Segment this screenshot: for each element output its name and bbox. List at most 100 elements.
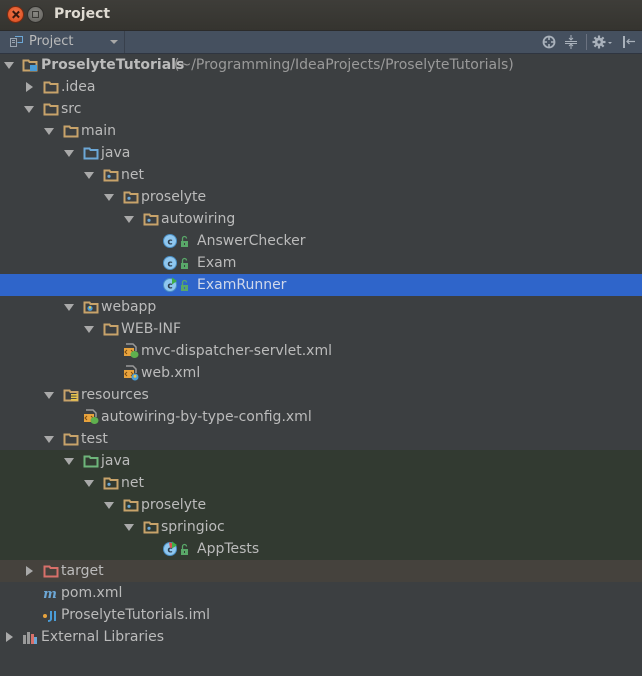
tree-node-exam[interactable]: c Exam (0, 252, 642, 274)
node-label: webapp (101, 299, 157, 315)
tree-node-test[interactable]: test (0, 428, 642, 450)
expand-arrow-icon[interactable] (44, 436, 54, 443)
expand-arrow-icon[interactable] (6, 632, 13, 642)
tree-node-test-proselyte[interactable]: proselyte (0, 494, 642, 516)
tree-node-main[interactable]: main (0, 120, 642, 142)
expand-arrow-icon[interactable] (64, 150, 74, 157)
hide-panel-icon[interactable] (621, 34, 637, 50)
node-label: test (81, 431, 108, 447)
web-xml-icon (124, 365, 139, 381)
expand-arrow-icon[interactable] (64, 458, 74, 465)
node-label: web.xml (141, 365, 201, 381)
collapse-all-icon[interactable] (563, 34, 579, 50)
library-icon (23, 632, 37, 644)
package-icon (123, 191, 139, 204)
root-name: ProselyteTutorials (41, 57, 185, 73)
node-label: java (101, 453, 131, 469)
package-icon (103, 169, 119, 182)
settings-gear-icon[interactable] (592, 34, 614, 50)
expand-arrow-icon[interactable] (26, 566, 33, 576)
expand-arrow-icon[interactable] (104, 502, 114, 509)
tree-node-answerchecker[interactable]: c AnswerChecker (0, 230, 642, 252)
tree-node-root[interactable]: ProselyteTutorials (~/Programming/IdeaPr… (0, 54, 642, 76)
svg-text:c: c (167, 238, 172, 248)
expand-arrow-icon[interactable] (26, 82, 33, 92)
node-label: AppTests (197, 541, 260, 557)
source-folder-icon (83, 147, 99, 160)
tree-node-examrunner[interactable]: c ExamRunner (0, 274, 642, 296)
tree-node-pom[interactable]: m pom.xml (0, 582, 642, 604)
expand-arrow-icon[interactable] (124, 216, 134, 223)
intellij-module-icon (43, 611, 56, 622)
expand-arrow-icon[interactable] (64, 304, 74, 311)
java-runnable-class-icon: c (163, 277, 188, 292)
tree-node-webapp[interactable]: webapp (0, 296, 642, 318)
scroll-from-source-icon[interactable] (541, 34, 557, 50)
node-label: target (61, 563, 104, 579)
tree-node-springioc[interactable]: springioc (0, 516, 642, 538)
folder-icon (43, 81, 59, 94)
java-class-icon: c (163, 256, 188, 270)
tree-node-target[interactable]: target (0, 560, 642, 582)
window-title: Project (54, 6, 111, 22)
window-close-button[interactable] (7, 6, 24, 23)
node-label: WEB-INF (121, 321, 181, 337)
expand-arrow-icon[interactable] (84, 326, 94, 333)
expand-arrow-icon[interactable] (44, 128, 54, 135)
node-label: ProselyteTutorials.iml (61, 607, 211, 623)
node-label: mvc-dispatcher-servlet.xml (141, 343, 332, 359)
svg-text:m: m (43, 587, 57, 601)
project-view-icon (10, 36, 23, 47)
expand-arrow-icon[interactable] (84, 480, 94, 487)
tree-node-test-java[interactable]: java (0, 450, 642, 472)
tree-node-external-libraries[interactable]: External Libraries (0, 626, 642, 648)
view-mode-dropdown[interactable]: Project (0, 31, 125, 53)
tree-node-autowiring-config[interactable]: autowiring-by-type-config.xml (0, 406, 642, 428)
node-label: net (121, 475, 144, 491)
expand-arrow-icon[interactable] (4, 62, 14, 69)
tree-node-apptests[interactable]: c AppTests (0, 538, 642, 560)
excluded-folder-icon (43, 565, 59, 578)
node-label: External Libraries (41, 629, 164, 645)
resources-folder-icon (63, 389, 79, 402)
tree-node-idea[interactable]: .idea (0, 76, 642, 98)
svg-text:c: c (167, 260, 172, 270)
window-maximize-button[interactable] (27, 6, 44, 23)
node-label: ExamRunner (197, 277, 287, 293)
node-label: .idea (61, 79, 96, 95)
expand-arrow-icon[interactable] (124, 524, 134, 531)
maven-icon: m (43, 587, 57, 601)
node-label: Exam (197, 255, 237, 271)
node-label: autowiring-by-type-config.xml (101, 409, 312, 425)
expand-arrow-icon[interactable] (84, 172, 94, 179)
tree-node-net[interactable]: net (0, 164, 642, 186)
test-source-folder-icon (83, 455, 99, 468)
tree-node-web-inf[interactable]: WEB-INF (0, 318, 642, 340)
expand-arrow-icon[interactable] (44, 392, 54, 399)
tree-node-mvc-dispatcher[interactable]: mvc-dispatcher-servlet.xml (0, 340, 642, 362)
expand-arrow-icon[interactable] (24, 106, 34, 113)
view-mode-label: Project (29, 34, 74, 49)
node-label: springioc (161, 519, 225, 535)
tree-node-src[interactable]: src (0, 98, 642, 120)
tree-node-resources[interactable]: resources (0, 384, 642, 406)
tree-node-test-net[interactable]: net (0, 472, 642, 494)
tree-node-web-xml[interactable]: web.xml (0, 362, 642, 384)
test-class-icon: c (163, 541, 188, 556)
svg-text:c: c (167, 546, 172, 556)
toolbar-separator (586, 34, 587, 50)
tree-node-iml[interactable]: ProselyteTutorials.iml (0, 604, 642, 626)
package-icon (103, 477, 119, 490)
window-titlebar: Project (0, 0, 642, 31)
node-label: AnswerChecker (197, 233, 306, 249)
node-label: autowiring (161, 211, 236, 227)
tree-node-autowiring[interactable]: autowiring (0, 208, 642, 230)
project-toolbar: Project (0, 31, 642, 54)
spring-xml-icon (84, 409, 99, 424)
node-label: proselyte (141, 497, 207, 513)
expand-arrow-icon[interactable] (104, 194, 114, 201)
web-folder-icon (83, 301, 99, 314)
tree-node-proselyte[interactable]: proselyte (0, 186, 642, 208)
tree-node-java[interactable]: java (0, 142, 642, 164)
root-path: (~/Programming/IdeaProjects/ProselyteTut… (174, 57, 514, 73)
